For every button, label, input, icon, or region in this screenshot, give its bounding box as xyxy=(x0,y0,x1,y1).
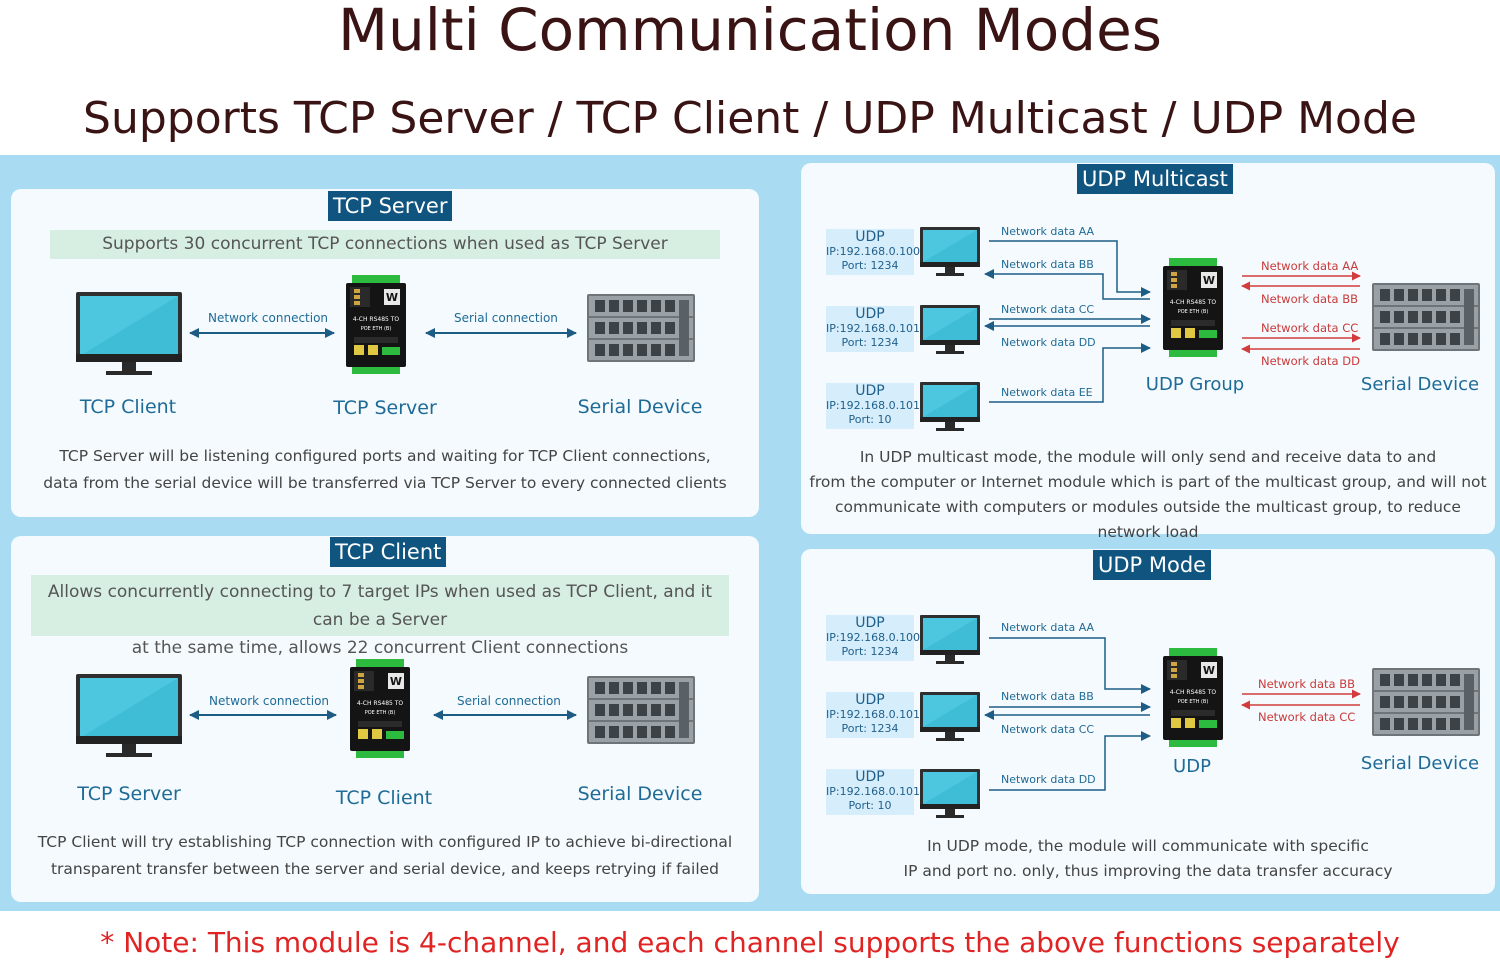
serial-link-label: Network data BB xyxy=(1258,677,1356,691)
serial-device-server-icon xyxy=(1372,283,1480,351)
description-line: transparent transfer between the server … xyxy=(50,860,720,878)
serial-device-server-icon xyxy=(1372,668,1480,736)
udp-node-1: UDP IP:192.168.0.100 Port: 1234 xyxy=(826,615,921,661)
udp-node-ip: IP:192.168.0.100 xyxy=(826,631,921,644)
serial-link-label: Network data CC xyxy=(1261,321,1359,335)
udp-node-title: UDP xyxy=(855,229,885,245)
tcp-server-highlight: Supports 30 concurrent TCP connections w… xyxy=(50,230,720,259)
udp-node-1: UDP IP:192.168.0.100 Port: 1234 xyxy=(826,229,921,275)
udp-node-monitor-icon xyxy=(920,692,980,741)
description-line: TCP Client will try establishing TCP con… xyxy=(37,833,733,851)
udp-multicast-description: In UDP multicast mode, the module will o… xyxy=(808,445,1488,545)
serial-connection-label: Serial connection xyxy=(457,694,561,708)
udp-node-port: Port: 1234 xyxy=(841,645,899,658)
description-line: IP and port no. only, thus improving the… xyxy=(903,862,1393,880)
udp-node-3: UDP IP:192.168.0.101 Port: 10 xyxy=(826,769,921,815)
udp-node-monitor-icon xyxy=(920,615,980,664)
udp-node-2: UDP IP:192.168.0.101 Port: 1234 xyxy=(826,692,921,738)
tcp-server-label: TCP Server xyxy=(333,397,437,419)
serial-link-label: Network data AA xyxy=(1261,259,1359,273)
tcp-client-label: TCP Client xyxy=(335,787,433,809)
link-label: Network data DD xyxy=(1001,336,1096,349)
udp-group-label: UDP Group xyxy=(1145,374,1245,395)
udp-node-title: UDP xyxy=(855,692,885,708)
udp-mode-badge: UDP Mode xyxy=(1093,550,1212,580)
udp-node-ip: IP:192.168.0.101 xyxy=(826,785,921,798)
description-line: communicate with computers or modules ou… xyxy=(835,498,1461,541)
link-label: Network data BB xyxy=(1001,258,1094,271)
highlight-line: Allows concurrently connecting to 7 targ… xyxy=(47,582,713,630)
udp-node-title: UDP xyxy=(855,383,885,399)
udp-node-title: UDP xyxy=(855,769,885,785)
sub-title: Supports TCP Server / TCP Client / UDP M… xyxy=(83,93,1417,144)
udp-node-title: UDP xyxy=(855,306,885,322)
description-line: TCP Server will be listening configured … xyxy=(59,447,711,465)
tcp-server-label: TCP Server xyxy=(77,783,181,805)
description-line: In UDP multicast mode, the module will o… xyxy=(859,448,1437,466)
udp-mode-description: In UDP mode, the module will communicate… xyxy=(808,834,1488,884)
serial-link-label: Network data BB xyxy=(1261,292,1359,306)
link-label: Network data CC xyxy=(1001,723,1095,736)
link-label: Network data EE xyxy=(1001,386,1093,399)
serial-device-server-icon xyxy=(587,294,695,362)
udp-node-port: Port: 1234 xyxy=(841,722,899,735)
udp-node-ip: IP:192.168.0.101 xyxy=(826,399,921,412)
tcp-server-monitor-icon xyxy=(76,674,182,757)
udp-node-monitor-icon xyxy=(920,769,980,818)
tcp-client-description: TCP Client will try establishing TCP con… xyxy=(30,829,740,883)
network-connection-label: Network connection xyxy=(209,694,330,708)
udp-multicast-badge: UDP Multicast xyxy=(1077,164,1233,194)
description-line: from the computer or Internet module whi… xyxy=(809,473,1487,491)
udp-node-monitor-icon xyxy=(920,382,980,431)
udp-node-ip: IP:192.168.0.101 xyxy=(826,708,921,721)
tcp-client-device-icon xyxy=(350,659,410,758)
tcp-client-badge: TCP Client xyxy=(330,537,447,567)
tcp-server-description: TCP Server will be listening configured … xyxy=(30,443,740,497)
highlight-line: at the same time, allows 22 concurrent C… xyxy=(131,638,629,658)
udp-node-monitor-icon xyxy=(920,227,980,276)
serial-device-label: Serial Device xyxy=(577,783,703,805)
udp-node-monitor-icon xyxy=(920,305,980,354)
tcp-client-highlight: Allows concurrently connecting to 7 targ… xyxy=(31,575,729,658)
udp-node-ip: IP:192.168.0.100 xyxy=(826,245,921,258)
udp-label: UDP xyxy=(1173,756,1211,777)
serial-connection-label: Serial connection xyxy=(454,311,558,325)
serial-device-server-icon xyxy=(587,676,695,744)
footnote: * Note: This module is 4-channel, and ea… xyxy=(100,926,1400,959)
udp-node-3: UDP IP:192.168.0.101 Port: 10 xyxy=(826,383,921,429)
serial-link-label: Network data DD xyxy=(1261,354,1360,368)
udp-node-port: Port: 10 xyxy=(848,799,892,812)
link-label: Network data AA xyxy=(1001,225,1095,238)
serial-link-label: Network data CC xyxy=(1258,710,1356,724)
main-title: Multi Communication Modes xyxy=(337,0,1163,64)
tcp-server-badge: TCP Server xyxy=(328,191,453,221)
tcp-client-monitor-icon xyxy=(76,292,182,375)
udp-node-2: UDP IP:192.168.0.101 Port: 1234 xyxy=(826,306,921,352)
description-line: In UDP mode, the module will communicate… xyxy=(927,837,1369,855)
link-label: Network data DD xyxy=(1001,773,1096,786)
udp-node-port: Port: 10 xyxy=(848,413,892,426)
link-label: Network data AA xyxy=(1001,621,1095,634)
udp-node-title: UDP xyxy=(855,615,885,631)
link-label: Network data CC xyxy=(1001,303,1095,316)
udp-node-ip: IP:192.168.0.101 xyxy=(826,322,921,335)
udp-device-icon xyxy=(1163,648,1223,747)
serial-device-label: Serial Device xyxy=(577,396,703,418)
link-label: Network data BB xyxy=(1001,690,1094,703)
udp-node-port: Port: 1234 xyxy=(841,259,899,272)
udp-group-device-icon xyxy=(1163,258,1223,357)
udp-node-port: Port: 1234 xyxy=(841,336,899,349)
serial-device-label: Serial Device xyxy=(1360,374,1480,395)
tcp-client-label: TCP Client xyxy=(79,396,177,418)
description-line: data from the serial device will be tran… xyxy=(43,474,727,492)
serial-device-label: Serial Device xyxy=(1360,753,1480,774)
network-connection-label: Network connection xyxy=(208,311,329,325)
tcp-server-device-icon xyxy=(346,275,406,374)
